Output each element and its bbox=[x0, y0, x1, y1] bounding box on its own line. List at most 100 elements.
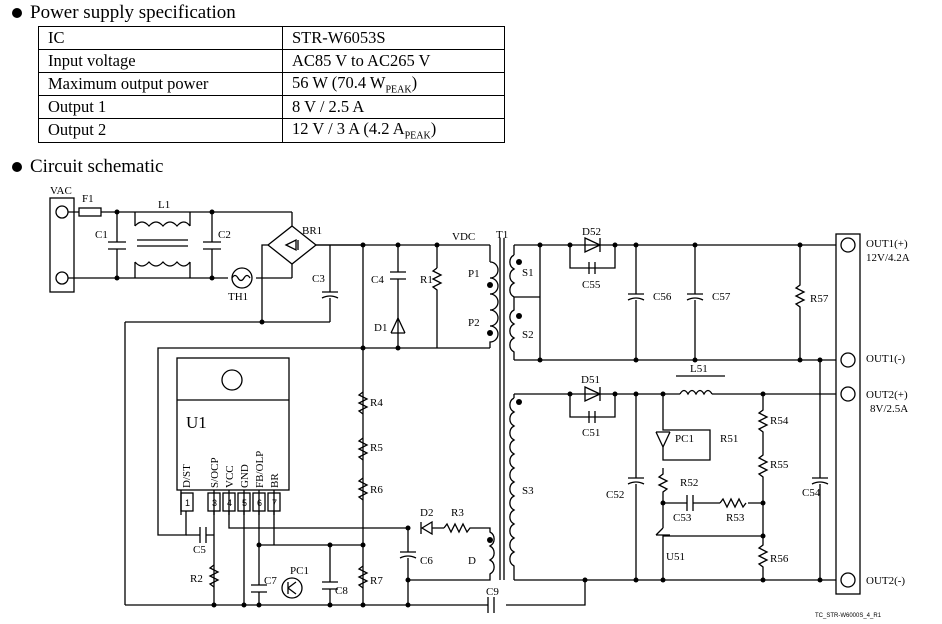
label-c2: C2 bbox=[218, 229, 231, 241]
pin-num-7: 7 bbox=[272, 498, 277, 508]
junctions bbox=[114, 209, 823, 608]
spec-value-tail: ) bbox=[411, 73, 418, 92]
label-r3: R3 bbox=[451, 507, 464, 519]
ic-pin-labels: 1 3 4 5 6 7 D/ST S/OCP VCC GND FB/OLP BR bbox=[181, 451, 281, 508]
spec-value-text: AC85 V to AC265 V bbox=[292, 51, 431, 70]
spec-value-text: 8 V / 2.5 A bbox=[292, 97, 365, 117]
label-c3: C3 bbox=[312, 273, 325, 285]
label-r53: R53 bbox=[726, 512, 745, 524]
pin-num-6: 6 bbox=[257, 498, 262, 508]
label-r4: R4 bbox=[370, 397, 383, 409]
spec-value: 56 W (70.4 WPEAK) bbox=[282, 71, 505, 97]
schematic-heading-text: Circuit schematic bbox=[30, 156, 164, 177]
label-br1: BR1 bbox=[302, 225, 322, 237]
label-s1: S1 bbox=[522, 267, 534, 279]
spec-value-text: 56 W (70.4 W bbox=[292, 73, 386, 92]
pin-name-fbolp: FB/OLP bbox=[254, 451, 266, 488]
label-r2: R2 bbox=[190, 573, 203, 585]
label-l51: L51 bbox=[690, 363, 708, 375]
spec-key: Output 2 bbox=[38, 118, 283, 143]
label-r52: R52 bbox=[680, 477, 698, 489]
label-u1: U1 bbox=[186, 413, 207, 432]
label-d: D bbox=[468, 555, 476, 567]
label-c55: C55 bbox=[582, 279, 601, 291]
label-u51: U51 bbox=[666, 551, 685, 563]
label-r55: R55 bbox=[770, 459, 789, 471]
vac-connector bbox=[49, 197, 75, 293]
label-c51: C51 bbox=[582, 427, 600, 439]
label-c7: C7 bbox=[264, 575, 277, 587]
pin-name-vcc: VCC bbox=[224, 465, 236, 488]
label-th1: TH1 bbox=[228, 291, 248, 303]
wires bbox=[49, 197, 861, 613]
label-c4: C4 bbox=[371, 274, 384, 286]
pin-name-socp: S/OCP bbox=[209, 457, 221, 488]
bullet-icon bbox=[12, 162, 22, 172]
spec-value-subscript: PEAK bbox=[404, 130, 431, 142]
label-c6: C6 bbox=[420, 555, 433, 567]
label-vdc: VDC bbox=[452, 231, 475, 243]
label-p2: P2 bbox=[468, 317, 480, 329]
spec-value-tail: ) bbox=[430, 119, 437, 139]
label-r7: R7 bbox=[370, 575, 383, 587]
spec-value: 12 V / 3 A (4.2 APEAK) bbox=[282, 118, 505, 143]
spec-value-text: STR-W6053S bbox=[292, 28, 386, 47]
label-c53: C53 bbox=[673, 512, 692, 524]
spec-value-text: 12 V / 3 A (4.2 A bbox=[292, 119, 405, 139]
label-out2-plus: OUT2(+) bbox=[866, 389, 908, 401]
pin-num-4: 4 bbox=[227, 498, 232, 508]
label-c5: C5 bbox=[193, 544, 206, 556]
spec-row: IC STR-W6053S bbox=[38, 26, 505, 50]
pin-num-1: 1 bbox=[185, 498, 190, 508]
output-connector bbox=[835, 233, 861, 595]
label-c54: C54 bbox=[802, 487, 821, 499]
label-s3: S3 bbox=[522, 485, 534, 497]
label-c57: C57 bbox=[712, 291, 731, 303]
label-f1: F1 bbox=[82, 193, 94, 205]
label-t1: T1 bbox=[496, 229, 508, 241]
spec-key: Maximum output power bbox=[38, 71, 283, 97]
pin-num-5: 5 bbox=[242, 498, 247, 508]
bullet-icon bbox=[12, 8, 22, 18]
label-r57: R57 bbox=[810, 293, 829, 305]
label-d1: D1 bbox=[374, 322, 387, 334]
pin-num-3: 3 bbox=[212, 498, 217, 508]
spec-key: IC bbox=[38, 26, 283, 50]
component-labels: VAC F1 L1 C1 C2 BR1 TH1 C3 VDC T1 C4 R1 … bbox=[50, 185, 910, 619]
label-vac: VAC bbox=[50, 185, 72, 197]
label-r6: R6 bbox=[370, 484, 383, 496]
label-d52: D52 bbox=[582, 226, 601, 238]
label-c8: C8 bbox=[335, 585, 348, 597]
schematic-heading: Circuit schematic bbox=[12, 156, 163, 178]
pin-name-dst: D/ST bbox=[181, 464, 193, 488]
label-out1-rating: 12V/4.2A bbox=[866, 252, 910, 264]
label-r1: R1 bbox=[420, 274, 433, 286]
spec-value: STR-W6053S bbox=[282, 26, 505, 50]
spec-value: AC85 V to AC265 V bbox=[282, 49, 505, 73]
pin-name-gnd: GND bbox=[239, 464, 251, 488]
pin-name-br: BR bbox=[269, 473, 281, 488]
label-out2-rating: 8V/2.5A bbox=[870, 403, 908, 415]
label-c9: C9 bbox=[486, 586, 499, 598]
label-out2-minus: OUT2(-) bbox=[866, 575, 905, 587]
label-d51: D51 bbox=[581, 374, 600, 386]
spec-heading-text: Power supply specification bbox=[30, 2, 236, 23]
label-c1: C1 bbox=[95, 229, 108, 241]
label-d2: D2 bbox=[420, 507, 433, 519]
label-r5: R5 bbox=[370, 442, 383, 454]
label-out1-plus: OUT1(+) bbox=[866, 238, 908, 250]
label-r56: R56 bbox=[770, 553, 789, 565]
label-r51: R51 bbox=[720, 433, 738, 445]
ic-u1 bbox=[176, 357, 290, 491]
spec-value: 8 V / 2.5 A bbox=[282, 95, 505, 120]
label-r54: R54 bbox=[770, 415, 789, 427]
label-c52: C52 bbox=[606, 489, 624, 501]
label-l1: L1 bbox=[158, 199, 170, 211]
label-s2: S2 bbox=[522, 329, 534, 341]
